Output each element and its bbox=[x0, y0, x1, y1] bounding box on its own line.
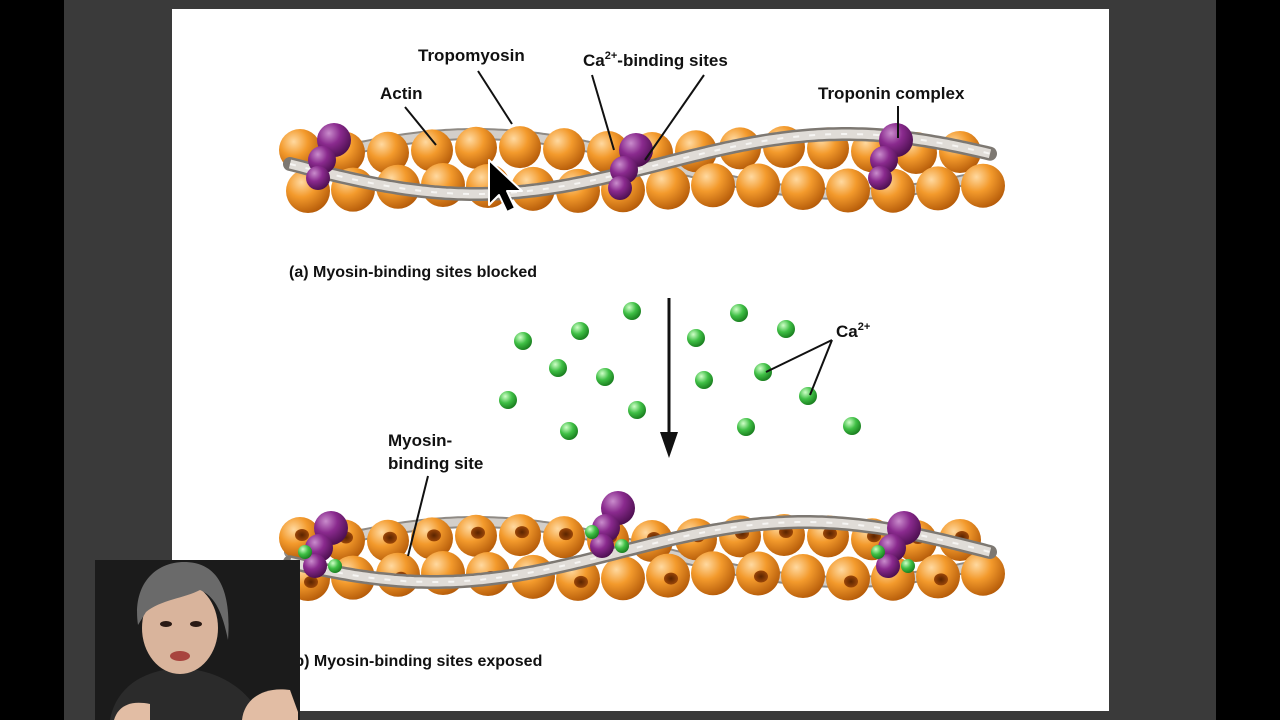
actin-monomer bbox=[826, 168, 870, 213]
caption-b: (b) Myosin-binding sites exposed bbox=[289, 653, 542, 670]
presenter-face bbox=[142, 582, 218, 674]
actin-monomer bbox=[499, 126, 541, 169]
bound-calcium-ion bbox=[901, 559, 915, 573]
ca-site-leader-1 bbox=[591, 74, 615, 151]
actin-monomer bbox=[646, 165, 690, 210]
actin-monomer bbox=[543, 128, 585, 171]
myosin-binding-site bbox=[304, 576, 318, 588]
ca-binding-sites-label: Ca2+-binding sites bbox=[583, 50, 728, 70]
troponin-complex bbox=[585, 491, 635, 558]
calcium-ion bbox=[560, 422, 578, 440]
ca-ion-leaders bbox=[765, 339, 833, 396]
actin-monomer bbox=[736, 163, 780, 208]
presenter-hair bbox=[137, 562, 229, 640]
myosin-binding-site bbox=[427, 529, 441, 542]
down-arrow-icon bbox=[660, 298, 678, 458]
troponin-complex bbox=[298, 511, 348, 578]
myosin-binding-label-line2: binding site bbox=[388, 454, 483, 473]
actin-monomer bbox=[691, 163, 735, 208]
tropomyosin-leader bbox=[477, 70, 513, 125]
calcium-ion bbox=[843, 417, 861, 435]
calcium-ion bbox=[623, 302, 641, 320]
calcium-ion bbox=[571, 322, 589, 340]
bound-calcium-ion bbox=[585, 525, 599, 539]
myosin-binding-site bbox=[471, 526, 485, 539]
ca-site-leader-2 bbox=[644, 74, 705, 161]
calcium-ion bbox=[695, 371, 713, 389]
mouse-pointer-icon bbox=[488, 159, 523, 213]
troponin-complex bbox=[871, 511, 921, 578]
calcium-ion bbox=[514, 332, 532, 350]
myosin-binding-site bbox=[559, 528, 573, 541]
calcium-ion bbox=[737, 418, 755, 436]
actin-filament-exposed bbox=[279, 491, 1005, 601]
myosin-binding-site bbox=[754, 570, 768, 583]
myosin-binding-site bbox=[664, 572, 678, 585]
presenter-hand bbox=[242, 689, 298, 720]
calcium-ion bbox=[754, 363, 772, 381]
calcium-ion bbox=[499, 391, 517, 409]
leader-lines-a bbox=[404, 70, 899, 161]
calcium-ion bbox=[549, 359, 567, 377]
actin-monomer bbox=[961, 163, 1005, 208]
calcium-ion bbox=[687, 329, 705, 347]
calcium-ion bbox=[628, 401, 646, 419]
actin-monomer bbox=[781, 554, 825, 599]
myosin-binding-site bbox=[383, 531, 397, 544]
troponin-complex bbox=[868, 123, 913, 190]
actin-leader bbox=[404, 106, 437, 146]
calcium-ion bbox=[730, 304, 748, 322]
presenter-webcam bbox=[95, 560, 300, 720]
myosin-binding-label-line1: Myosin- bbox=[388, 431, 452, 450]
myosin-binding-site bbox=[823, 527, 837, 540]
bound-calcium-ion bbox=[328, 559, 342, 573]
calcium-ion bbox=[596, 368, 614, 386]
bound-calcium-ion bbox=[871, 545, 885, 559]
ca-ion-label: Ca2+ bbox=[836, 321, 870, 341]
calcium-ions bbox=[499, 302, 861, 440]
troponin-complex-label: Troponin complex bbox=[818, 84, 965, 103]
myosin-binding-site bbox=[574, 575, 588, 588]
troponin-complex bbox=[608, 133, 653, 200]
actin-monomer bbox=[601, 556, 645, 601]
ca-ion-leader-2 bbox=[809, 339, 833, 396]
bound-calcium-ion bbox=[298, 545, 312, 559]
myosin-binding-site bbox=[844, 575, 858, 588]
actin-monomer bbox=[455, 126, 497, 169]
calcium-ion bbox=[777, 320, 795, 338]
actin-monomer bbox=[691, 551, 735, 596]
actin-filament-blocked bbox=[279, 123, 1005, 213]
ca-ion-leader-1 bbox=[765, 339, 833, 373]
calcium-ion bbox=[799, 387, 817, 405]
actin-monomer bbox=[781, 166, 825, 211]
myosin-binding-leader bbox=[407, 475, 429, 557]
slide-panel bbox=[172, 9, 1109, 711]
myosin-binding-site bbox=[934, 573, 948, 586]
tropomyosin-label: Tropomyosin bbox=[418, 46, 525, 65]
actin-monomer bbox=[961, 551, 1005, 596]
myosin-binding-site bbox=[515, 526, 529, 539]
troponin-complex bbox=[306, 123, 351, 190]
actin-monomer bbox=[916, 166, 960, 211]
actin-label: Actin bbox=[380, 84, 423, 103]
caption-a: (a) Myosin-binding sites blocked bbox=[289, 264, 537, 281]
bound-calcium-ion bbox=[615, 539, 629, 553]
actin-monomer bbox=[411, 129, 453, 172]
actin-monomer bbox=[367, 131, 409, 174]
myosin-binding-site bbox=[295, 529, 309, 541]
